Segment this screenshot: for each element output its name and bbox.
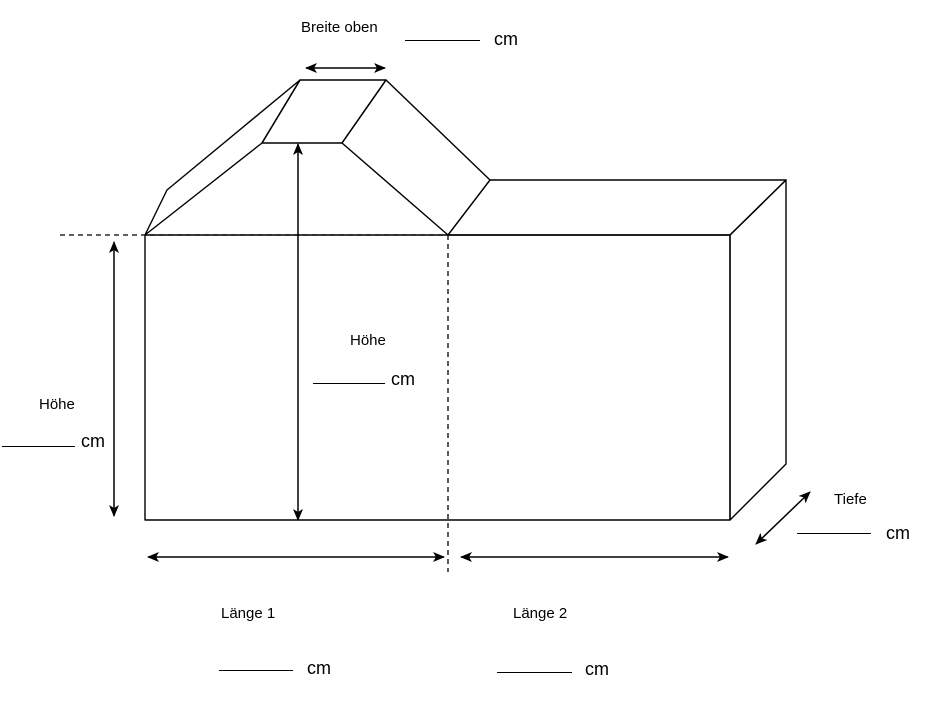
tiefe-label: Tiefe bbox=[834, 491, 867, 508]
box-front-face bbox=[144, 234, 731, 521]
box-side-face bbox=[729, 179, 787, 521]
breite-oben-unit: cm bbox=[494, 29, 518, 49]
laenge1-blank[interactable] bbox=[219, 670, 293, 671]
tiefe-blank[interactable] bbox=[797, 533, 871, 534]
hoehe-mitte-unit: cm bbox=[391, 369, 415, 389]
hoehe-links-blank[interactable] bbox=[2, 446, 75, 447]
box-top-face bbox=[447, 179, 787, 236]
laenge2-label: Länge 2 bbox=[513, 605, 568, 622]
hoehe-links-unit: cm bbox=[81, 431, 105, 451]
hoehe-mitte-blank[interactable] bbox=[313, 383, 385, 384]
laenge2-unit: cm bbox=[585, 659, 609, 679]
laenge2-blank[interactable] bbox=[497, 672, 572, 673]
breite-oben-blank[interactable] bbox=[405, 40, 480, 41]
roof-right-slope bbox=[341, 79, 491, 236]
roof-left-slope bbox=[144, 79, 301, 236]
laenge1-label: Länge 1 bbox=[221, 605, 276, 622]
breite-oben-label: Breite oben bbox=[301, 19, 378, 36]
tiefe-unit: cm bbox=[886, 523, 910, 543]
hoehe-links-label: Höhe bbox=[39, 396, 75, 413]
roof-top-face bbox=[261, 79, 387, 144]
tiefe-arrow bbox=[755, 491, 811, 545]
hoehe-mitte-label: Höhe bbox=[350, 332, 386, 349]
laenge1-unit: cm bbox=[307, 658, 331, 678]
